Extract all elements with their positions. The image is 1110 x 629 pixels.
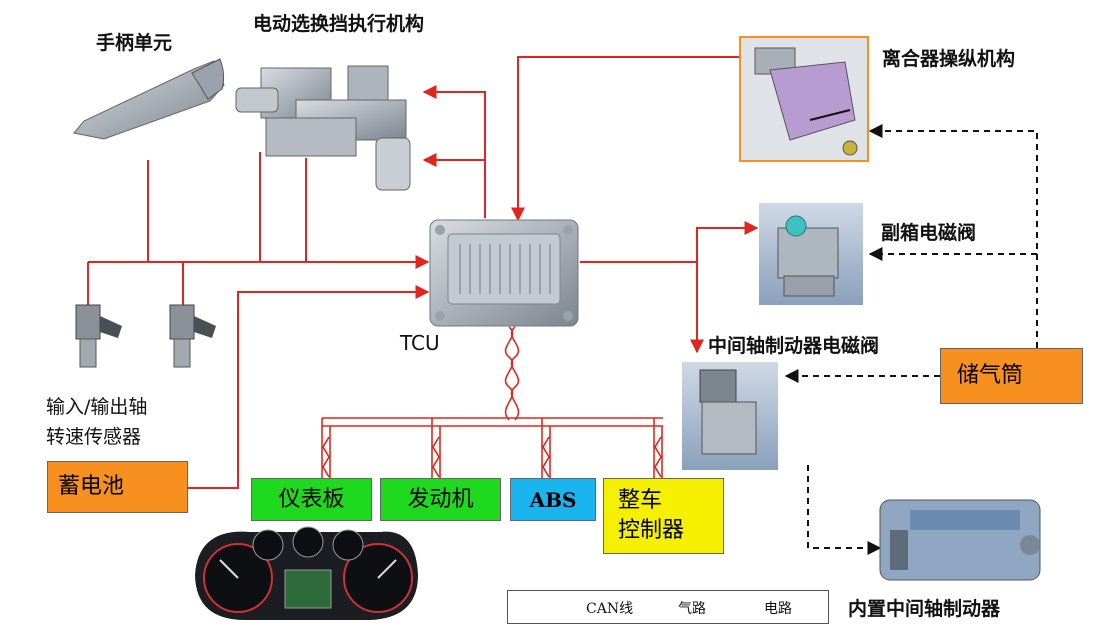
handle-unit-label: 手柄单元 xyxy=(96,32,173,54)
shift-actuator-image xyxy=(235,65,411,191)
legend: CAN线 气路 电路 xyxy=(507,590,829,624)
internal-brake-image xyxy=(879,499,1041,581)
battery-box: 蓄电池 xyxy=(47,461,188,513)
engine-box: 发动机 xyxy=(380,478,501,521)
air-to-internal-brake xyxy=(807,465,882,555)
can-bus xyxy=(321,326,663,478)
tcu-to-actuator-wire xyxy=(422,85,486,218)
splitter-valve-image xyxy=(759,203,863,305)
shift-actuator-label: 电动选换挡执行机构 xyxy=(253,13,425,35)
splitter-valve-label: 副箱电磁阀 xyxy=(881,222,977,244)
brake-valve-label: 中间轴制动器电磁阀 xyxy=(708,335,880,357)
splitter-valve-wire xyxy=(696,221,759,262)
electric-wires xyxy=(87,56,759,489)
abs-box: ABS xyxy=(510,478,596,521)
tcu-label: TCU xyxy=(400,331,440,355)
dashboard-image xyxy=(195,526,418,620)
clutch-wire xyxy=(511,56,740,222)
clutch-actuator-label: 离合器操纵机构 xyxy=(882,48,1016,70)
speed-sensor-left-image xyxy=(75,304,122,368)
internal-brake-label: 内置中间轴制动器 xyxy=(848,598,1001,620)
air-lines xyxy=(784,124,1038,555)
handle-unit-image xyxy=(73,58,225,140)
brake-valve-image xyxy=(682,362,778,470)
tcu-image xyxy=(429,219,579,327)
clutch-actuator-image xyxy=(739,36,869,162)
battery-wire xyxy=(188,285,430,489)
speed-sensor-label: 输入/输出轴 转速传感器 xyxy=(46,396,148,448)
air-tank-box: 储气筒 xyxy=(940,348,1083,404)
legend-elec-label: 电路 xyxy=(764,601,792,617)
legend-can-label: CAN线 xyxy=(586,601,634,617)
tcu-valve-wire xyxy=(580,261,704,354)
legend-air-label: 气路 xyxy=(678,601,706,617)
speed-sensor-right-image xyxy=(169,304,216,368)
dashboard-box: 仪表板 xyxy=(251,478,372,521)
vehicle-controller-box: 整车 控制器 xyxy=(603,478,724,554)
